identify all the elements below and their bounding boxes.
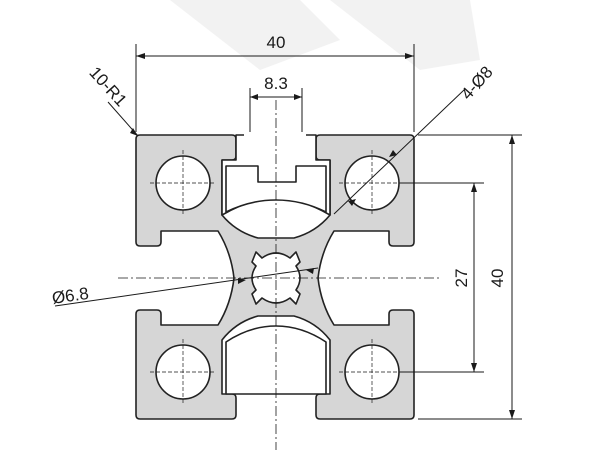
center-bore-label: Ø6.8 (51, 284, 90, 308)
dim-overall-height (418, 134, 522, 420)
leader-hole-diameter (333, 89, 465, 215)
overall-width-label: 40 (267, 33, 286, 52)
overall-height-label: 40 (488, 269, 507, 288)
dim-slot-width (249, 88, 303, 132)
bottom-slot-opening (244, 410, 306, 422)
center-lines (118, 100, 440, 450)
top-inner-cavity (225, 165, 327, 213)
corner-radius-label: 10-R1 (85, 63, 130, 110)
watermark-graphic (170, 0, 480, 70)
hole-spacing-label: 27 (452, 269, 471, 288)
leader-corner-radius (107, 101, 139, 137)
top-slot-opening (244, 132, 306, 144)
hole-centre-marks (150, 150, 405, 405)
dim-hole-spacing (400, 182, 484, 373)
hole-diameter-label: 4-Ø8 (457, 63, 496, 104)
dim-overall-width (135, 44, 415, 132)
leader-center-bore (54, 267, 319, 307)
slot-width-label: 8.3 (264, 74, 288, 93)
